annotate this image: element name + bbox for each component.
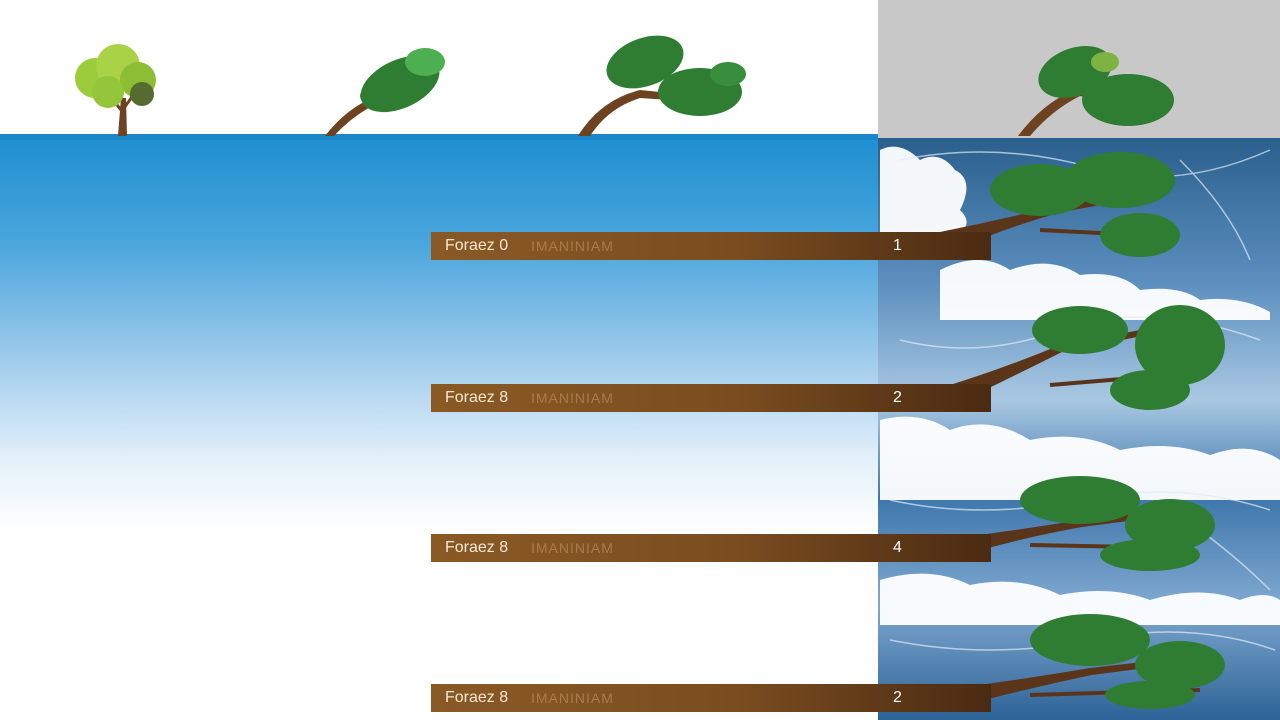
force-bar-label: Foraez 8 <box>445 389 509 406</box>
force-bar-number: 2 <box>893 389 902 406</box>
bar-tree-4-icon <box>940 614 1225 709</box>
tree-calm-icon <box>75 44 156 136</box>
force-bar-number: 2 <box>893 689 902 706</box>
bar-tree-1-icon <box>940 152 1180 257</box>
bar-tree-3-icon <box>940 476 1215 571</box>
force-bar-subtext: IMANINIAM <box>531 390 614 406</box>
water-surface <box>0 134 878 140</box>
force-bar-4: Foraez 8 IMANINIAM 2 <box>431 684 991 712</box>
tree-gale-icon <box>1018 45 1174 136</box>
force-bar-subtext: IMANINIAM <box>531 540 614 556</box>
force-bar-2: Foraez 8 IMANINIAM 2 <box>431 384 991 412</box>
force-bar-label: Foraez 8 <box>445 539 509 556</box>
force-bar-label: Foraez 8 <box>445 689 509 706</box>
force-bar-1: Foraez 0 IMANINIAM 1 <box>431 232 991 260</box>
force-bar-3: Foraez 8 IMANINIAM 4 <box>431 534 991 562</box>
tree-breeze-icon <box>325 48 445 136</box>
bar-tree-2-icon <box>940 305 1225 410</box>
force-bar-subtext: IMANINIAM <box>531 690 614 706</box>
force-bar-subtext: IMANINIAM <box>531 238 614 254</box>
storm-clouds <box>880 146 1280 625</box>
tree-wind-icon <box>578 35 746 136</box>
force-bar-number: 4 <box>893 539 902 556</box>
force-bar-label: Foraez 0 <box>445 237 509 254</box>
force-bar-number: 1 <box>893 237 902 254</box>
